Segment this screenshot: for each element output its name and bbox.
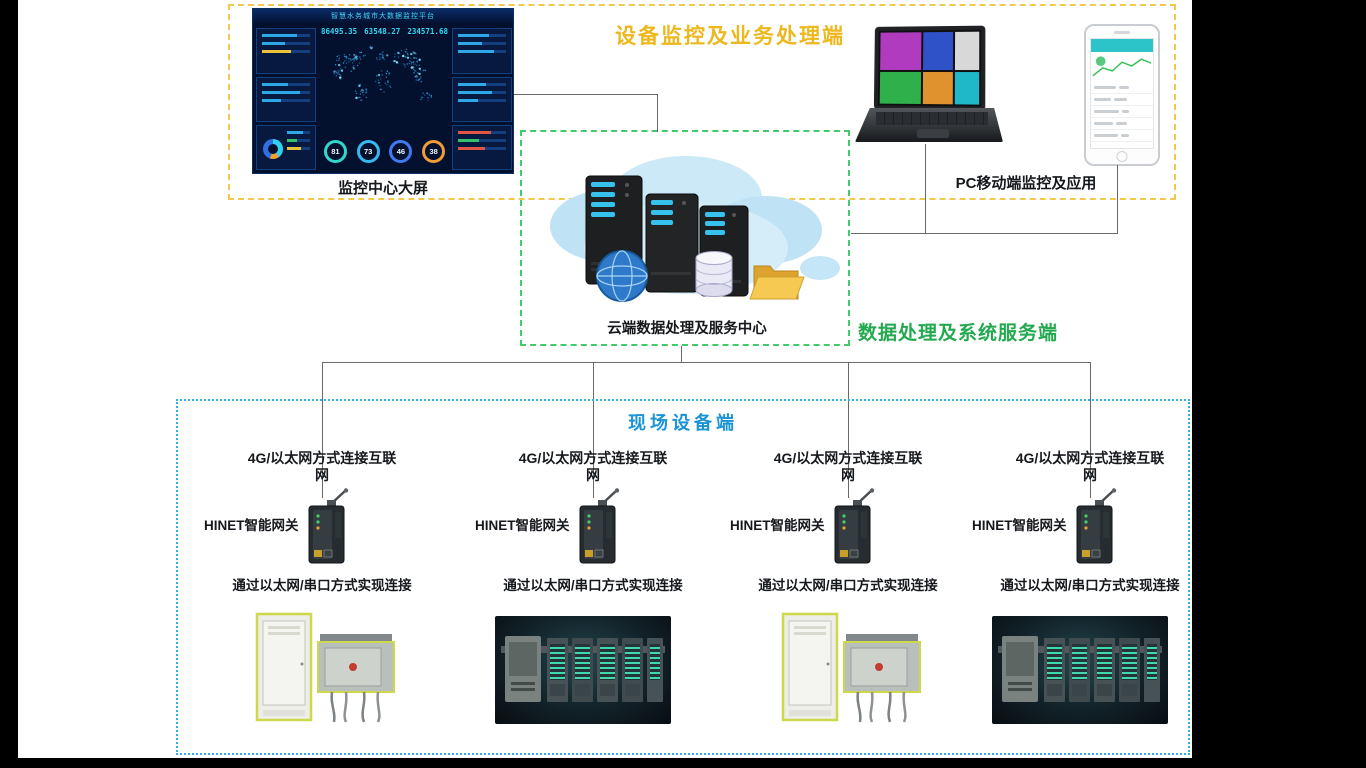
plc-modules	[998, 636, 1162, 702]
world-map	[332, 45, 433, 101]
phone-app-header	[1091, 39, 1153, 52]
link-label: 通过以太网/串口方式实现连接	[758, 578, 938, 593]
laptop-keyboard	[855, 108, 1003, 142]
field-column-1: 4G/以太网方式连接互联网 HINET智能网关 通过以太网/串口方式实现连接	[202, 448, 442, 753]
connector-phone-v	[1117, 165, 1118, 233]
gateway-label: HINET智能网关	[204, 518, 299, 533]
pc-mobile-label: PC移动端监控及应用	[955, 175, 1097, 192]
gauge: 46	[389, 139, 413, 163]
phone-image	[1084, 24, 1160, 166]
plc-modules	[501, 636, 665, 702]
field-section-title: 现场设备端	[628, 413, 738, 433]
gateway-label: HINET智能网关	[475, 518, 570, 533]
laptop-trackpad	[917, 129, 950, 138]
plc-rack-image	[495, 616, 671, 724]
donut-chart	[263, 139, 283, 159]
cloud-center-label: 云端数据处理及服务中心	[607, 321, 767, 337]
gateway-label: HINET智能网关	[972, 518, 1067, 533]
dashboard-gauges: 81 73 46 38	[319, 130, 450, 172]
dashboard-panel-right-2	[452, 77, 512, 122]
field-column-4: 4G/以太网方式连接互联网 HINET智能网关 通过以太网/串口方式实现连接	[970, 448, 1210, 753]
connector-clients-h	[851, 233, 1118, 234]
uplink-label: 4G/以太网方式连接互联网	[518, 450, 668, 483]
hinet-gateway-image	[308, 488, 349, 564]
phone-chart	[1092, 56, 1152, 77]
cloud-side-label: 数据处理及系统服务端	[858, 323, 1059, 344]
server-tower	[645, 193, 699, 293]
field-column-3: 4G/以太网方式连接互联网 HINET智能网关 通过以太网/串口方式实现连接	[728, 448, 968, 753]
top-section-title: 设备监控及业务处理端	[615, 25, 845, 48]
cloud-datacenter-image	[550, 156, 840, 302]
uplink-label: 4G/以太网方式连接互联网	[247, 450, 397, 483]
dashboard-panel-left-3	[256, 125, 316, 170]
field-column-2: 4G/以太网方式连接互联网 HINET智能网关 通过以太网/串口方式实现连接	[473, 448, 713, 753]
uplink-label: 4G/以太网方式连接互联网	[1015, 450, 1165, 483]
hinet-gateway-image	[1076, 488, 1117, 564]
stat-value: 234571.68	[407, 27, 448, 36]
dashboard-panel-right-1	[452, 28, 512, 74]
stat-value: 86495.35	[321, 27, 358, 36]
dashboard-panel-left-2	[256, 77, 316, 122]
folder-icon	[749, 265, 805, 300]
gauge: 81	[323, 139, 347, 163]
gauge: 38	[422, 139, 446, 163]
dashboard-stats: 86495.35 63548.27 234571.68	[319, 27, 450, 36]
phone-screen	[1090, 38, 1154, 149]
connector-gateway4-v	[1090, 362, 1091, 498]
link-label: 通过以太网/串口方式实现连接	[1000, 578, 1180, 593]
connector-dashboard-v	[657, 94, 658, 132]
globe-icon	[596, 250, 648, 302]
dashboard-panel-left-1	[256, 28, 316, 74]
connector-laptop-v	[925, 144, 926, 233]
phone-speaker	[1114, 31, 1130, 34]
connector-gateway1-v	[322, 362, 323, 498]
uplink-label: 4G/以太网方式连接互联网	[773, 450, 923, 483]
gateway-label: HINET智能网关	[730, 518, 825, 533]
cloud-section-frame	[520, 130, 850, 346]
hinet-gateway-image	[579, 488, 620, 564]
monitor-wall-label: 监控中心大屏	[337, 180, 428, 197]
stat-value: 63548.27	[364, 27, 401, 36]
connector-cloud-v	[681, 346, 682, 362]
dashboard-panel-right-3	[452, 125, 512, 170]
letterbox-right	[1192, 0, 1366, 768]
monitoring-dashboard-image: 智慧水务城市大数据监控平台 86495.35 63548.27 234571.6…	[252, 8, 514, 174]
connector-distribution-h	[322, 362, 1091, 363]
connector-gateway3-v	[848, 362, 849, 498]
letterbox-bottom	[0, 758, 1366, 768]
dashboard-title: 智慧水务城市大数据监控平台	[253, 9, 513, 24]
gauge: 73	[356, 139, 380, 163]
link-label: 通过以太网/串口方式实现连接	[503, 578, 683, 593]
electrical-cabinet-image	[781, 612, 921, 723]
link-label: 通过以太网/串口方式实现连接	[232, 578, 412, 593]
laptop-screen	[873, 25, 986, 111]
connector-gateway2-v	[593, 362, 594, 498]
connector-dashboard-h	[514, 94, 658, 95]
electrical-cabinet-image	[255, 612, 395, 723]
hinet-gateway-image	[834, 488, 875, 564]
laptop-image	[855, 25, 1003, 152]
letterbox-left	[0, 0, 18, 768]
field-section-frame	[176, 399, 1190, 755]
phone-home-button	[1116, 151, 1128, 162]
database-icon	[695, 251, 733, 297]
plc-rack-image	[992, 616, 1168, 724]
